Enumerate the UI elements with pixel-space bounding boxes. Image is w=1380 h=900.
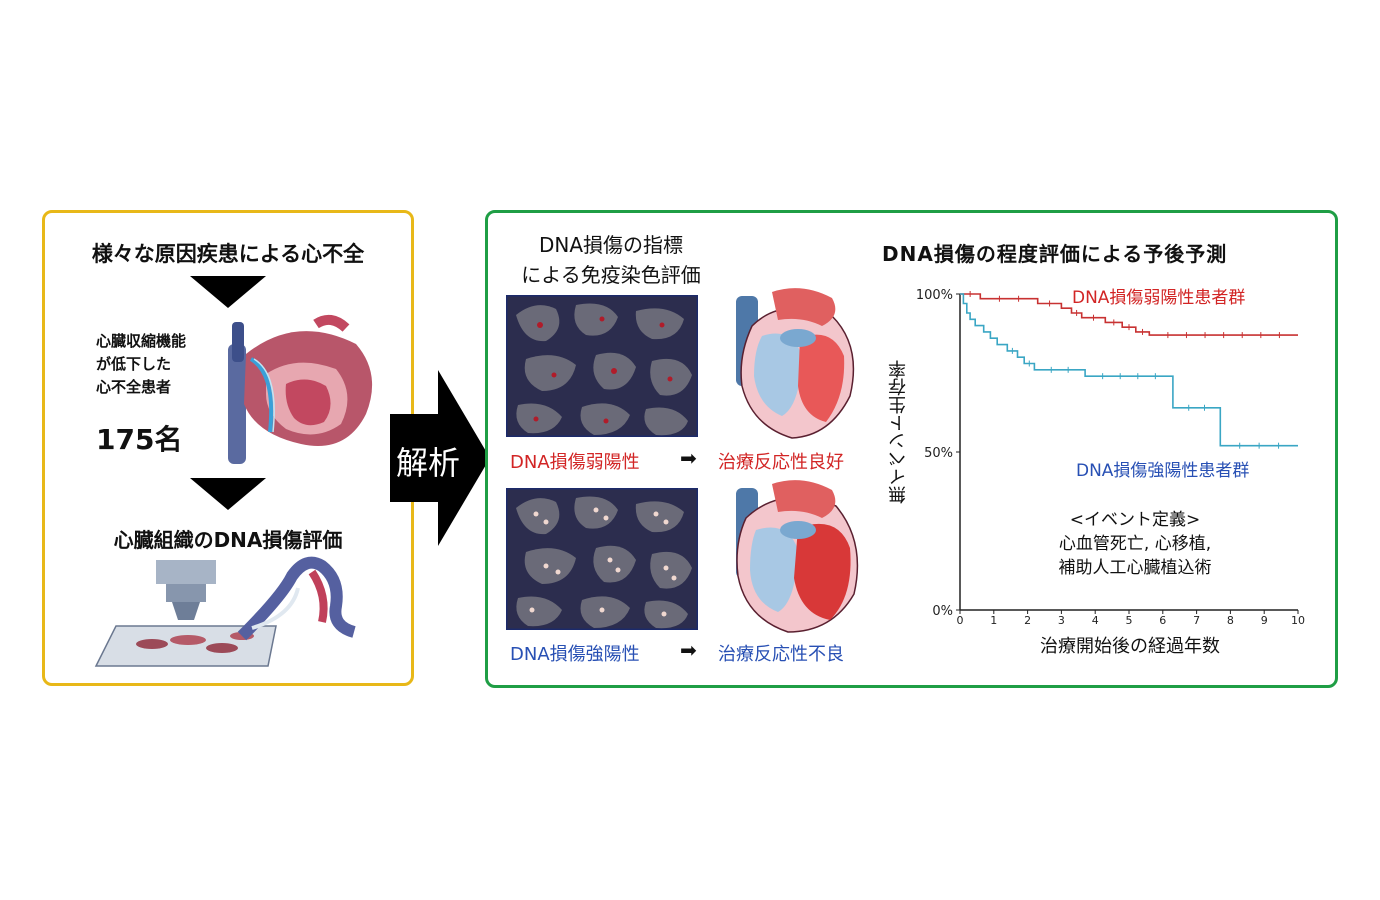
tissue-image-strong	[506, 488, 698, 630]
x-tick-label: 0	[957, 614, 964, 627]
heart-good-icon	[736, 288, 855, 439]
chart-title: DNA損傷の程度評価による予後予測	[882, 242, 1228, 266]
staining-title: DNA損傷の指標 による免疫染色評価	[521, 233, 701, 287]
tissue-image-weak	[506, 295, 698, 437]
right-arrow-icon-2: ➡	[680, 638, 697, 662]
x-tick-label: 5	[1126, 614, 1133, 627]
x-tick-label: 10	[1291, 614, 1305, 627]
x-tick-label: 8	[1227, 614, 1234, 627]
y-tick-label: 100%	[916, 288, 953, 303]
y-tick-label: 0%	[932, 604, 953, 619]
x-tick-label: 2	[1024, 614, 1031, 627]
x-tick-label: 9	[1261, 614, 1268, 627]
evaluation-label: 心臓組織のDNA損傷評価	[113, 528, 343, 552]
left-title: 様々な原因疾患による心不全	[91, 242, 365, 266]
x-tick-label: 4	[1092, 614, 1099, 627]
analysis-label: 解析	[396, 444, 461, 482]
series-label-strong: DNA損傷強陽性患者群	[1076, 461, 1250, 481]
weak-outcome: 治療反応性良好	[718, 452, 844, 473]
patients-desc: 心臓収縮機能 が低下した 心不全患者	[96, 332, 187, 396]
km-curve-strong	[960, 293, 1298, 447]
analysis-arrow-icon	[390, 370, 490, 546]
heart-poor-icon	[736, 480, 859, 633]
weak-label: DNA損傷弱陽性	[510, 452, 640, 473]
strong-label: DNA損傷強陽性	[510, 644, 640, 665]
series-label-weak: DNA損傷弱陽性患者群	[1072, 288, 1246, 308]
strong-outcome: 治療反応性不良	[718, 644, 844, 665]
km-curve-weak	[960, 293, 1298, 336]
down-arrow-icon	[190, 276, 266, 308]
heart-illustration-icon	[228, 314, 373, 464]
x-tick-label: 7	[1193, 614, 1200, 627]
x-tick-label: 3	[1058, 614, 1065, 627]
y-tick-label: 50%	[924, 446, 953, 461]
down-arrow-icon-2	[190, 478, 266, 510]
x-axis-label: 治療開始後の経過年数	[1040, 636, 1220, 657]
y-axis-label: 無イベント生存率	[888, 360, 909, 504]
right-arrow-icon: ➡	[680, 446, 697, 470]
event-definition: <イベント定義> 心血管死亡, 心移植, 補助人工心臓植込術	[1058, 510, 1212, 578]
x-tick-label: 1	[990, 614, 997, 627]
microscope-dna-icon	[94, 556, 356, 667]
patient-count: 175名	[96, 423, 183, 456]
x-tick-label: 6	[1159, 614, 1166, 627]
